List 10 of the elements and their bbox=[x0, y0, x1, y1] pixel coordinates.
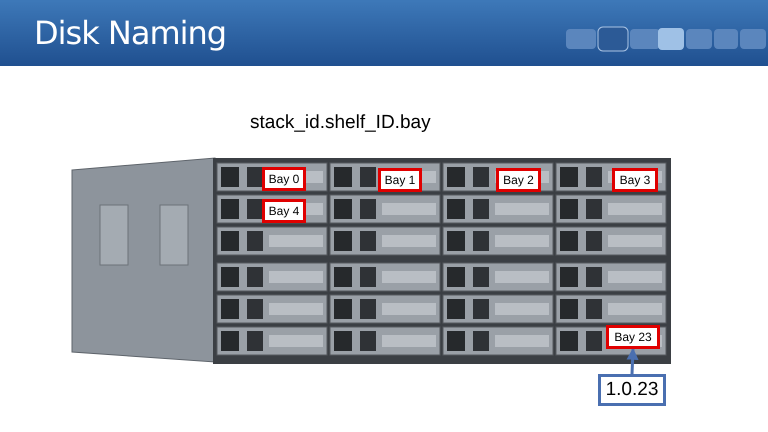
arrow bbox=[626, 348, 639, 374]
bay-label: Bay 4 bbox=[262, 199, 306, 223]
bay-label: Bay 1 bbox=[378, 168, 422, 192]
slide-title: Disk Naming bbox=[34, 14, 226, 52]
disk-id-box: 1.0.23 bbox=[598, 374, 666, 406]
bay-label: Bay 23 bbox=[606, 325, 660, 349]
naming-format-text: stack_id.shelf_ID.bay bbox=[250, 112, 431, 134]
bay-label: Bay 0 bbox=[262, 167, 306, 191]
bay-label: Bay 3 bbox=[612, 168, 658, 192]
bay-label: Bay 2 bbox=[496, 168, 541, 192]
